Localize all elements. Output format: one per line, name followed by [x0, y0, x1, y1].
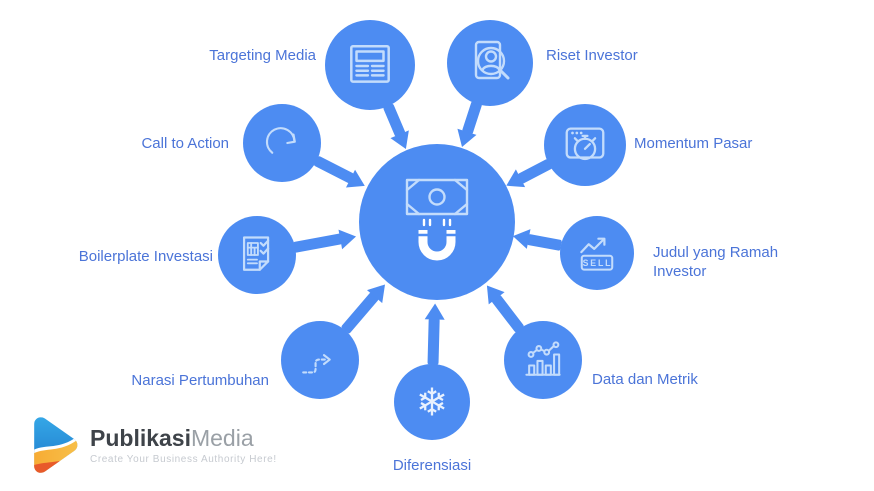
- label-boilerplate-investasi: Boilerplate Investasi: [78, 248, 213, 265]
- label-narasi-pertumbuhan: Narasi Pertumbuhan: [131, 372, 269, 389]
- arrow-targeting-media: [382, 103, 406, 138]
- node-call-to-action: [243, 104, 321, 182]
- logo-name: PublikasiMedia: [90, 426, 277, 450]
- investor-search-icon: [474, 40, 510, 80]
- node-momentum-pasar: [544, 104, 626, 186]
- browser-stopwatch-icon: [565, 127, 605, 161]
- arrow-call-to-action: [313, 155, 355, 184]
- logo-name-light: Media: [190, 424, 254, 451]
- sell-trend-chart-icon: SELL: [580, 237, 614, 271]
- node-data-metrik: [504, 321, 582, 399]
- label-call-to-action: Call to Action: [141, 135, 229, 152]
- circular-arrow-icon: [265, 127, 296, 154]
- publikasimedia-logo: PublikasiMedia Create Your Business Auth…: [26, 414, 277, 476]
- logo-tagline: Create Your Business Authority Here!: [90, 453, 277, 465]
- snowflake-glyph: ❄: [416, 380, 448, 425]
- arrow-boilerplate-investasi: [292, 233, 343, 253]
- newspaper-icon: [350, 45, 390, 83]
- arrow-judul-ramah: [526, 233, 563, 251]
- center-node: [359, 144, 515, 300]
- logo-play-mark-icon: [34, 417, 78, 473]
- label-riset-investor: Riset Investor: [546, 47, 638, 64]
- label-judul-ramah: Judul yang Ramah Investor: [653, 244, 779, 280]
- node-riset-investor: [447, 20, 533, 106]
- node-targeting-media: [325, 20, 415, 110]
- dashed-growth-path-icon: [302, 354, 331, 374]
- money-magnet-icon: [405, 178, 469, 261]
- arrow-diferensiasi: [427, 318, 440, 365]
- label-diferensiasi: Diferensiasi: [392, 457, 472, 474]
- node-judul-ramah: SELL: [560, 216, 634, 290]
- label-targeting-media: Targeting Media: [209, 47, 316, 64]
- snowflake-icon: ❄: [416, 380, 448, 425]
- sell-label: SELL: [583, 258, 613, 268]
- node-diferensiasi: ❄: [394, 364, 470, 440]
- logo-name-bold: Publikasi: [90, 424, 191, 451]
- logo-text-block: PublikasiMedia Create Your Business Auth…: [90, 426, 277, 465]
- arrow-narasi-pertumbuhan: [340, 291, 380, 335]
- node-boilerplate-investasi: [218, 216, 296, 294]
- checklist-document-icon: [242, 236, 270, 271]
- arrow-data-metrik: [491, 294, 525, 333]
- node-narasi-pertumbuhan: [281, 321, 359, 399]
- label-momentum-pasar: Momentum Pasar: [634, 135, 753, 152]
- bar-line-chart-icon: [525, 341, 561, 376]
- label-data-metrik: Data dan Metrik: [592, 371, 698, 388]
- arrow-riset-investor: [461, 100, 483, 135]
